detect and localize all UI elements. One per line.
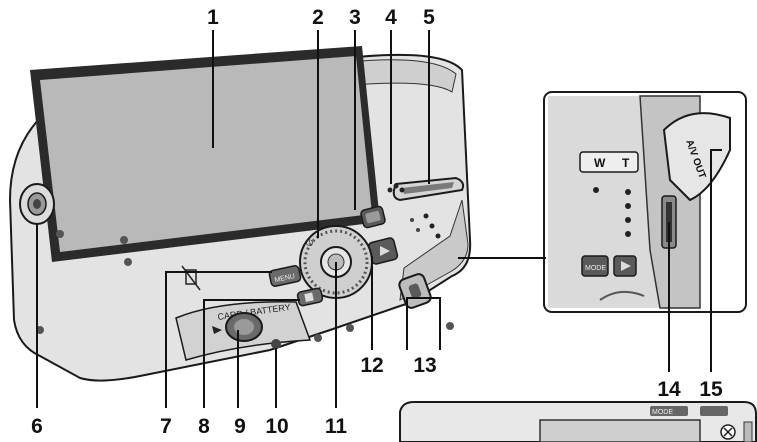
- indicator-lamps: [387, 183, 441, 239]
- mode-button: [360, 205, 386, 229]
- connector-cover: [662, 112, 731, 202]
- inset-mode-label: MODE: [585, 265, 606, 272]
- callout-6: 6: [31, 415, 43, 438]
- inset-bottom-partial: MODE: [399, 401, 757, 442]
- callout-2: 2: [312, 6, 324, 29]
- callout-3: 3: [349, 6, 361, 29]
- inset-zoom-w: W: [594, 156, 606, 170]
- bottom-mode-label: MODE: [652, 409, 673, 416]
- menu-button: MENU: [268, 265, 302, 287]
- callout-15: 15: [699, 378, 723, 401]
- callout-1: 1: [207, 6, 219, 29]
- callout-7: 7: [160, 415, 172, 438]
- inset-mode-button: [581, 255, 609, 277]
- callout-11: 11: [325, 415, 348, 438]
- callout-14: 14: [657, 378, 681, 401]
- lcd-monitor: [30, 46, 380, 262]
- callout-5: 5: [423, 6, 435, 29]
- inset-side-view: W T MODE A/V OUT: [543, 91, 747, 313]
- svg-text:⏻: ⏻: [306, 238, 313, 249]
- menu-button-label: MENU: [274, 273, 296, 284]
- inset-zoom-control: [579, 151, 639, 173]
- callout-4: 4: [385, 6, 397, 29]
- callout-10: 10: [265, 415, 288, 438]
- connector-cover-tab: [271, 339, 281, 349]
- trash-symbol: [181, 265, 201, 291]
- callout-13: 13: [413, 354, 436, 377]
- leader-lines: [36, 30, 722, 408]
- inset-zoom-t: T: [622, 156, 630, 170]
- callout-12: 12: [360, 354, 383, 377]
- tripod-socket: [19, 183, 55, 225]
- zoom-control: [392, 176, 465, 202]
- callout-numbers: 1 2 3 4 5 6 7 8 9 10 11 12 13 14 15: [31, 6, 723, 438]
- playback-button: [367, 237, 399, 265]
- callout-8: 8: [198, 415, 210, 438]
- callout-9: 9: [234, 415, 246, 438]
